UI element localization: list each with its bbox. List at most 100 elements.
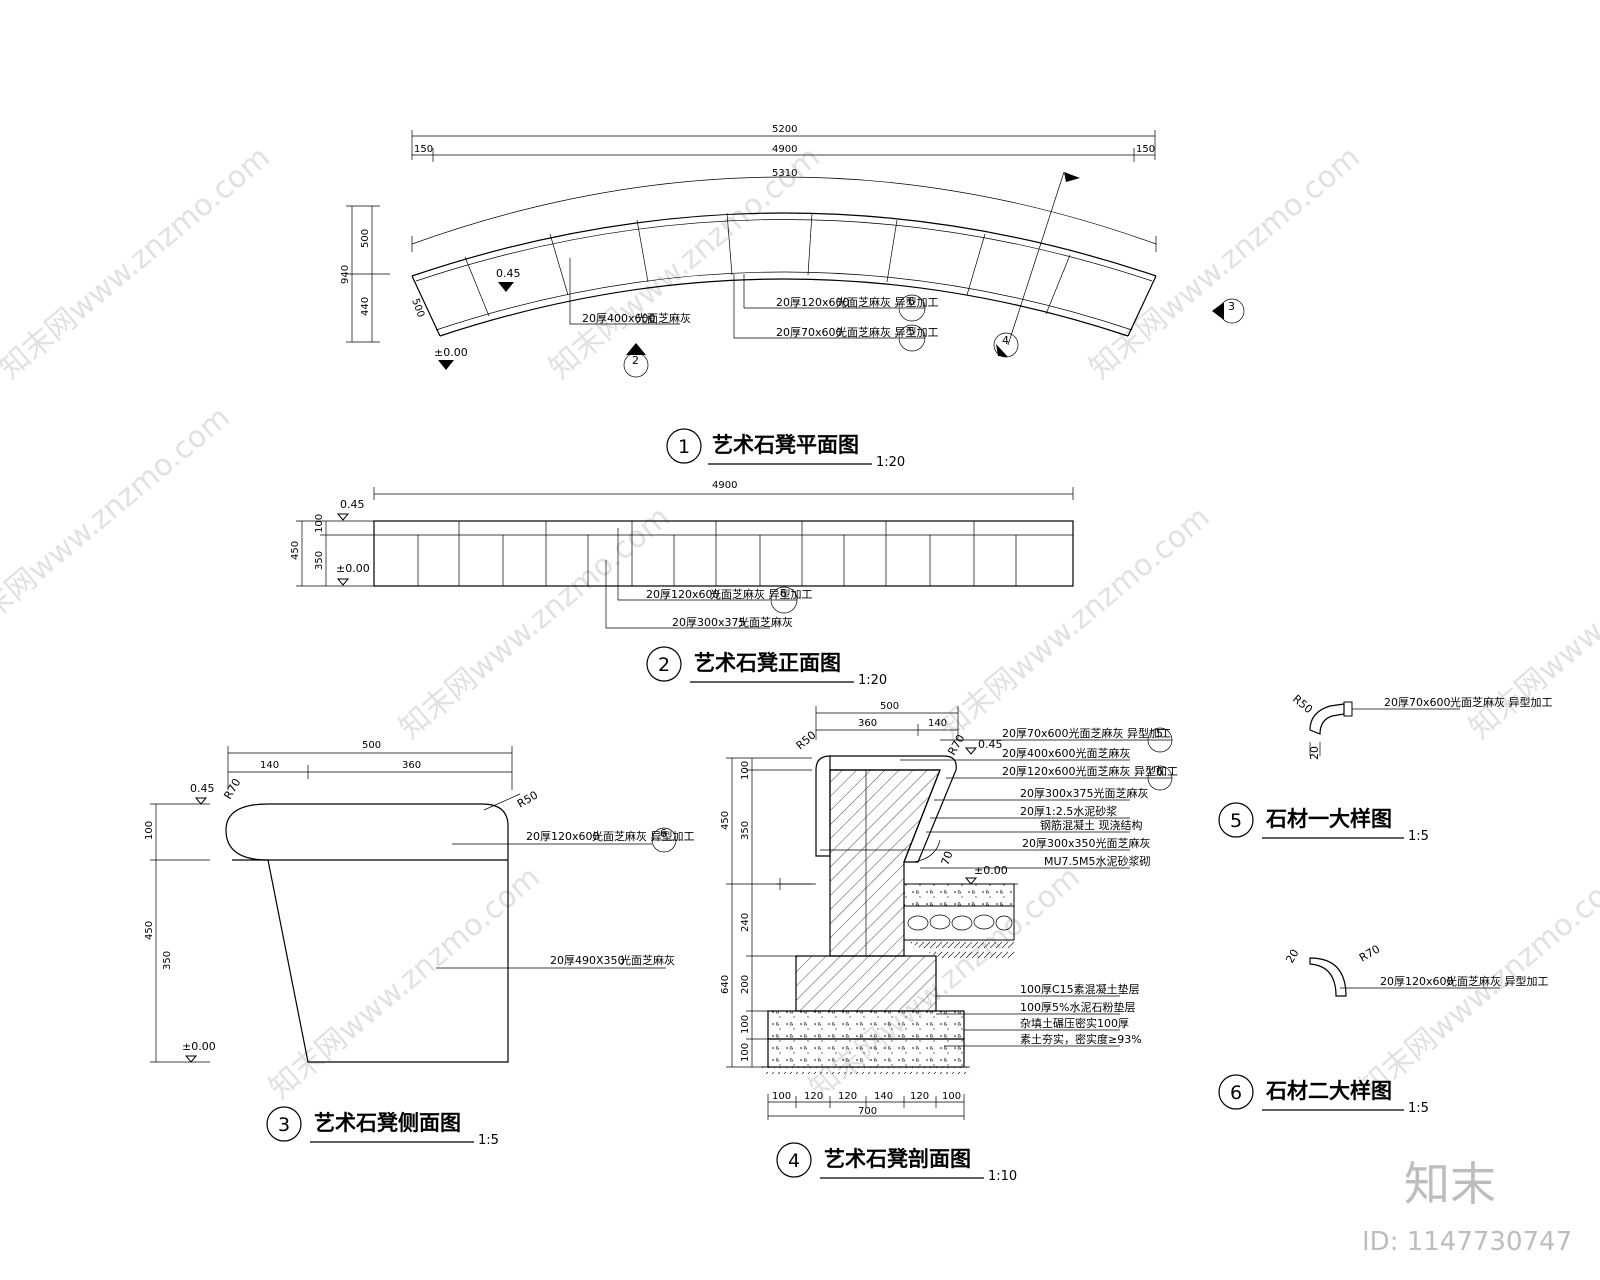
side-callout-note-1: 光面芝麻灰 异型加工 <box>592 829 695 843</box>
dim-plan-right: 150 <box>1136 144 1155 155</box>
view-number-circle <box>266 1106 302 1142</box>
d6-callout: 20厚120x600 <box>1380 975 1454 988</box>
front-callout-note-1: 光面芝麻灰 异型加工 <box>710 587 813 601</box>
view-number-circle <box>776 1142 812 1178</box>
watermark-text: 知末网www.znzmo.com <box>393 500 677 746</box>
view3-number: 3 <box>278 1114 290 1136</box>
level-marker-icon <box>964 877 978 885</box>
front-stone-joints <box>417 521 1017 586</box>
sec-layer-3: 20厚300x375光面芝麻灰 <box>1020 786 1149 800</box>
dim-sec-left-2: 450 <box>720 811 731 830</box>
sec-layer-11: 素土夯实，密实度≥93% <box>1020 1032 1142 1046</box>
dim-sec-left-0: 100 <box>740 761 751 780</box>
plan-callout-1: 20厚400x600 <box>582 312 656 325</box>
level-marker-icon <box>438 360 454 370</box>
sec-radius-left: R50 <box>794 728 819 752</box>
view2-title: 艺术石凳正面图 <box>694 651 841 675</box>
sec-level: ±0.00 <box>974 864 1008 877</box>
dim-sec-left-1: 350 <box>740 821 751 840</box>
level-marker-icon <box>336 578 350 586</box>
sec-elevation: 0.45 <box>978 738 1003 751</box>
sec-layer-5: 钢筋混凝土 现浇结构 <box>1040 818 1143 832</box>
watermark-text: 知末网www.znzmo.com <box>933 500 1217 746</box>
dim-sec-bottom-1: 120 <box>804 1091 823 1102</box>
svg-text:4: 4 <box>1002 334 1009 347</box>
dim-sec-bottom-0: 100 <box>772 1091 791 1102</box>
svg-text:2: 2 <box>632 354 639 367</box>
detail-6-view: R70 20 20厚120x600 光面芝麻灰 异型加工 6 石材二大样图 1:… <box>1218 943 1549 1116</box>
dim-plan-left: 150 <box>414 144 433 155</box>
dim-sec-bottom-total: 700 <box>858 1106 877 1117</box>
dim-plan-h-total: 940 <box>340 265 351 284</box>
dim-sec-left-3: 240 <box>740 913 751 932</box>
svg-text:3: 3 <box>1228 300 1235 313</box>
dim-front-h-bottom: 350 <box>314 551 325 570</box>
image-id-watermark: ID: 1147730747 <box>1362 1227 1572 1257</box>
section-view: 500 360 140 <box>720 701 1178 1184</box>
sec-layer-2: 20厚120x600光面芝麻灰 异型加工 <box>1002 764 1178 778</box>
view6-number: 6 <box>1230 1082 1242 1104</box>
view-number-circle <box>666 428 702 464</box>
view-number-circle <box>646 646 682 682</box>
side-level: ±0.00 <box>182 1040 216 1053</box>
dim-side-w-right: 360 <box>402 760 421 771</box>
plan-detail-ref-6: 6 <box>908 295 915 308</box>
dim-side-h-total: 450 <box>144 921 155 940</box>
level-marker-icon <box>184 1055 198 1063</box>
front-detail-ref: 6 <box>780 587 787 600</box>
d6-radius: R70 <box>1357 943 1382 965</box>
watermark-text: 知末网www.znzmo.com <box>1083 140 1367 386</box>
view1-number: 1 <box>678 436 690 458</box>
side-callout-2: 20厚490X350 <box>550 954 625 967</box>
d5-note: 光面芝麻灰 异型加工 <box>1450 695 1553 709</box>
view3-title: 艺术石凳侧面图 <box>314 1111 461 1135</box>
front-elevation: 0.45 <box>340 498 365 511</box>
view1-scale: 1:20 <box>876 455 905 470</box>
dim-side-width: 500 <box>362 740 381 751</box>
dim-plan-h-bottom: 440 <box>360 297 371 316</box>
front-callout-1: 20厚120x600 <box>646 588 720 601</box>
front-callout-note-2: 光面芝麻灰 <box>738 615 793 629</box>
dim-sec-left-4: 200 <box>740 975 751 994</box>
dim-front-h-total: 450 <box>290 541 301 560</box>
dim-sec-top-b: 140 <box>928 718 947 729</box>
view1-title: 艺术石凳平面图 <box>712 433 859 457</box>
sec-layer-4: 20厚1:2.5水泥砂浆 <box>1020 804 1117 818</box>
section-cut-3: 3 <box>1212 298 1245 324</box>
plan-level: ±0.00 <box>434 346 468 359</box>
d5-thickness: 20 <box>1308 746 1321 760</box>
side-view: 500 140 360 100 450 350 R70 R50 0.45 ±0.… <box>144 740 695 1148</box>
view6-scale: 1:5 <box>1408 1101 1429 1116</box>
view4-title: 艺术石凳剖面图 <box>824 1147 971 1171</box>
side-callout-1: 20厚120x600 <box>526 830 600 843</box>
view2-scale: 1:20 <box>858 673 887 688</box>
view5-number: 5 <box>1230 810 1242 832</box>
dim-sec-bottom-4: 120 <box>910 1091 929 1102</box>
plan-callout-note-1: 光面芝麻灰 <box>636 311 691 325</box>
sec-layer-8: 100厚C15素混凝土垫层 <box>1020 982 1140 996</box>
plan-view: 5200 150 4900 150 5310 <box>340 124 1245 470</box>
view4-number: 4 <box>788 1150 800 1172</box>
plan-callout-3: 20厚70x600 <box>776 326 843 339</box>
view3-scale: 1:5 <box>478 1133 499 1148</box>
plan-stone-joints <box>464 212 1071 317</box>
brand-watermark: 知末 <box>1404 1157 1496 1211</box>
front-view: 4900 <box>290 480 1074 688</box>
side-callout-note-2: 光面芝麻灰 <box>620 953 675 967</box>
plan-callout-note-2: 光面芝麻灰 异型加工 <box>836 295 939 309</box>
view6-title: 石材二大样图 <box>1265 1079 1392 1103</box>
dim-sec-left-7: 100 <box>740 1043 751 1062</box>
sec-layer-0: 20厚70x600光面芝麻灰 异型加工 <box>1002 726 1171 740</box>
dim-sec-left-5: 640 <box>720 975 731 994</box>
front-callout-2: 20厚300x375 <box>672 616 746 629</box>
side-elevation: 0.45 <box>190 782 215 795</box>
sec-layer-7: MU7.5M5水泥砂浆砌 <box>1044 854 1151 868</box>
plan-detail-ref-5: 5 <box>908 325 915 338</box>
watermark-text: 知末网www.znzmo.com <box>1463 500 1600 746</box>
section-cut-4: 4 <box>993 171 1080 358</box>
elevation-marker-icon <box>194 797 208 805</box>
section-cut-2: 2 <box>623 343 649 378</box>
view-number-circle <box>1218 1074 1254 1110</box>
d6-note: 光面芝麻灰 异型加工 <box>1446 974 1549 988</box>
